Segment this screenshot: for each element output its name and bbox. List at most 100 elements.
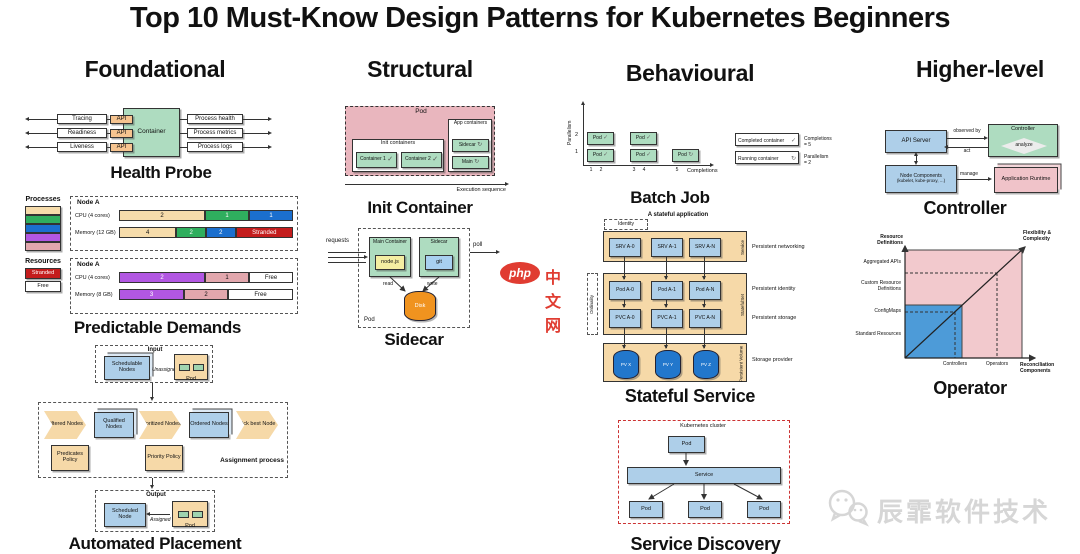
input-label: Input <box>147 347 163 353</box>
arrow-down-icon <box>663 345 668 349</box>
y-axis-label: Resource Definitions <box>877 234 903 246</box>
kubernetes-cluster-label: Kubernetes cluster <box>680 423 726 429</box>
arrow-down-icon <box>701 345 706 349</box>
arrow-left-icon <box>944 144 948 149</box>
arrow-left-icon <box>25 130 29 135</box>
health-probe-diagram: Tracing Readiness Liveness Container API… <box>25 103 297 163</box>
running-icon: ↻ <box>477 142 483 149</box>
y-axis-label: Parallelism <box>567 120 573 145</box>
sidecar-pod-box: Main Container node.js Sidecar git read … <box>358 228 470 328</box>
cpu-label: CPU (4 cores) <box>75 275 110 281</box>
bar-segment: 2 <box>206 227 236 238</box>
arrow-right-icon <box>988 176 992 181</box>
pv-cylinder: PV Z <box>693 350 719 379</box>
ordinality-label: Ordinality <box>589 294 594 314</box>
predictable-demands-diagram: Processes Resources Stranded Free Node A… <box>15 196 300 318</box>
node-name: Node A <box>77 261 100 268</box>
execution-sequence-arrow <box>345 184 506 185</box>
column-header-behavioural: Behavioural <box>625 60 755 86</box>
arrow-line <box>704 327 705 348</box>
legend-swatch <box>25 233 61 242</box>
app-containers-group: App containers Sidecar ↻ Main ↻ <box>448 119 492 172</box>
bar-segment: Free <box>228 289 293 300</box>
read-write-arrows <box>389 276 440 292</box>
pvc-box: PVC A-0 <box>609 309 641 328</box>
pod-cell: Pod ✓ <box>587 149 614 162</box>
pod-label: Pod <box>364 317 375 323</box>
container-chip <box>178 364 190 371</box>
disk-cylinder: Disk <box>404 291 436 321</box>
bar-segment: 3 <box>119 289 184 300</box>
parallelism-eq-label: Parallelism = 2 <box>804 154 829 166</box>
x-tick-label: Controllers <box>942 361 968 367</box>
manage-label: manage <box>960 171 979 177</box>
bar-segment: 2 <box>176 227 206 238</box>
statefulset-side-label: StatefulSet <box>740 294 745 317</box>
cpu-bar: 2 1 Free <box>119 272 293 283</box>
arrow-down-icon <box>149 397 154 401</box>
y-tick: 1 <box>575 149 579 155</box>
output-label: Output <box>146 492 166 498</box>
arrow-right-icon <box>268 130 272 135</box>
arrow-down-icon <box>663 304 668 308</box>
legend-processes-label: Processes <box>25 196 61 203</box>
column-header-higher-level: Higher-level <box>915 56 1045 82</box>
arrow-right-icon <box>505 181 509 186</box>
sidecar-container-label: Sidecar <box>430 239 448 245</box>
check-icon: ✓ <box>603 152 609 159</box>
node-components-box: Node Components (kubelet, kube-proxy, ..… <box>885 165 957 193</box>
x-tick: 1 <box>589 167 593 173</box>
legend-resources-label: Resources <box>25 258 61 265</box>
pattern-title-operator: Operator <box>933 378 1007 398</box>
service-panel: SRV A-0 SRV A-1 SRV A-N Service <box>603 231 747 262</box>
memory-label: Memory (8 GB) <box>75 292 113 298</box>
y-tick-label: Aggregated APIs <box>863 259 901 265</box>
pod-box: Pod <box>629 501 663 518</box>
bar-segment: 4 <box>119 227 177 238</box>
arrow-down-icon <box>701 304 706 308</box>
pvc-box: PVC A-N <box>689 309 721 328</box>
git-box: git <box>425 255 453 270</box>
bar-segment: Stranded <box>235 227 293 238</box>
main-container-box: Main Container node.js <box>369 237 411 277</box>
arrow-right-icon <box>268 116 272 121</box>
arrow-line <box>624 327 625 348</box>
init-container-pod-box: Pod Init containers Container 1 ✓ Contai… <box>345 106 495 176</box>
legend-swatch <box>25 206 61 215</box>
probe-label-readiness: Readiness <box>57 128 107 138</box>
arrow-line <box>704 299 705 307</box>
container2-box: Container 2 ✓ <box>401 152 442 168</box>
pattern-title-batch-job: Batch Job <box>630 188 710 207</box>
sidecar-box: Sidecar ↻ <box>452 139 489 152</box>
batch-job-diagram: Parallelism 2 1 Pod ✓ Pod ✓ Pod ✓ Pod ✓ … <box>567 95 832 185</box>
arrow-line <box>148 514 170 515</box>
x-tick: 5 <box>675 167 679 173</box>
arrow-line <box>328 257 366 258</box>
node-components-label: Node Components <box>900 173 942 180</box>
arrow-down-icon <box>663 276 668 280</box>
ordered-nodes-box: Ordered Nodes <box>189 412 229 438</box>
arrow-line <box>916 155 917 163</box>
node-panel: Node A CPU (4 cores) 2 1 1 Memory (12 GB… <box>70 196 298 251</box>
pod-box: Pod A-0 <box>609 281 641 300</box>
controller-label: Controller <box>1011 126 1035 132</box>
arrow-line <box>328 262 366 263</box>
main-box: Main ↻ <box>452 156 489 169</box>
arrow-line <box>624 256 625 279</box>
pod-cell: Pod ✓ <box>630 149 657 162</box>
stateful-app-header: A stateful application <box>647 212 709 218</box>
srv-box: SRV A-N <box>689 238 721 257</box>
arrow-line <box>152 383 153 398</box>
assignment-process-label: Assignment process <box>220 457 284 464</box>
pod-label: Pod <box>592 151 602 158</box>
priority-policy-box: Priority Policy <box>145 445 183 471</box>
legend-swatch <box>25 215 61 224</box>
probe-label-process-logs: Process logs <box>187 142 243 152</box>
memory-bar: 4 2 2 Stranded <box>119 227 293 238</box>
arrow-line <box>704 256 705 279</box>
node-name: Node A <box>77 199 100 206</box>
arrow-down-icon <box>913 161 918 165</box>
column-header-foundational: Foundational <box>84 56 226 82</box>
check-icon: ✓ <box>790 137 796 144</box>
container2-label: Container 2 <box>404 156 431 163</box>
